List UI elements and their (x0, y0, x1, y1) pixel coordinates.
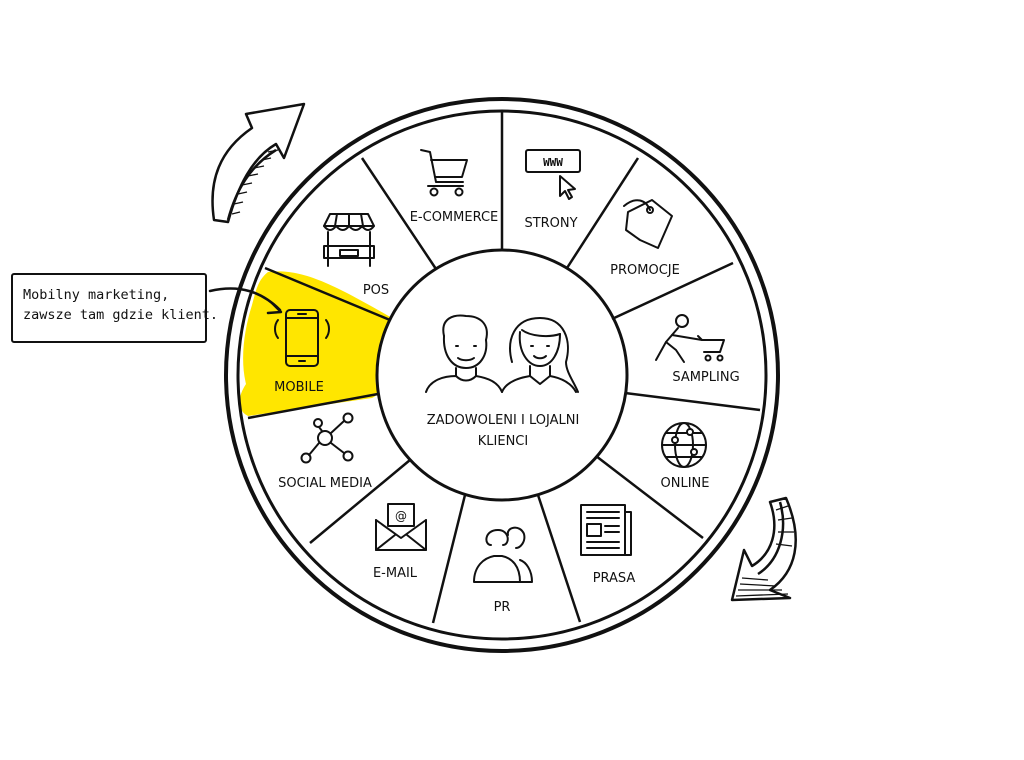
segment-label-ecommerce: E-COMMERCE (410, 210, 499, 225)
segment-dividers (247, 112, 761, 624)
segment-label-social-media: SOCIAL MEDIA (278, 476, 372, 491)
center-label-line2: KLIENCI (478, 434, 528, 449)
segment-ring (236, 109, 768, 641)
people-icon (473, 526, 533, 583)
center-circle (375, 248, 629, 502)
svg-text:@: @ (395, 509, 407, 523)
smartphone-icon (274, 309, 330, 367)
www-cursor-icon: WWW (525, 149, 581, 200)
price-tag-icon (623, 199, 673, 249)
person-pushing-cart-icon (655, 314, 725, 363)
market-stall-icon (323, 213, 375, 267)
globe-network-icon (661, 422, 707, 468)
newspaper-icon (580, 504, 632, 556)
callout-line1: Mobilny marketing, (23, 287, 170, 303)
segment-label-mobile: MOBILE (274, 380, 324, 395)
callout-box: Mobilny marketing, zawsze tam gdzie klie… (11, 273, 219, 343)
segment-label-sampling: SAMPLING (672, 370, 739, 385)
segment-label-pr: PR (494, 600, 511, 615)
segment-label-pos: POS (363, 283, 389, 298)
man-and-woman-icon (425, 314, 579, 393)
segment-label-email: E-MAIL (373, 566, 418, 581)
callout-line2: zawsze tam gdzie klient. (23, 307, 219, 323)
rotation-arrow-bottom-right (730, 496, 797, 602)
center-label-line1: ZADOWOLENI I LOJALNI (427, 413, 580, 428)
outer-ring (224, 97, 780, 653)
network-nodes-icon (300, 412, 354, 464)
segment-label-promocje: PROMOCJE (610, 263, 680, 278)
segment-label-prasa: PRASA (593, 571, 636, 586)
segment-label-strony: STRONY (524, 216, 577, 231)
segment-label-online: ONLINE (661, 476, 710, 491)
callout-arrowhead (266, 301, 283, 315)
shopping-cart-icon (420, 149, 468, 197)
rotation-arrow-top-left (211, 102, 306, 224)
envelope-at-icon: @ (375, 503, 427, 551)
svg-text:WWW: WWW (543, 156, 563, 169)
